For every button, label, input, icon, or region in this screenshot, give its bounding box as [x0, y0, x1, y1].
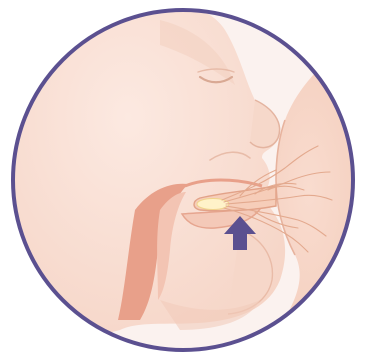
- breastfeeding-latch-illustration: [0, 0, 367, 355]
- clipped-scene: [0, 0, 367, 355]
- illustration-canvas: [0, 0, 367, 355]
